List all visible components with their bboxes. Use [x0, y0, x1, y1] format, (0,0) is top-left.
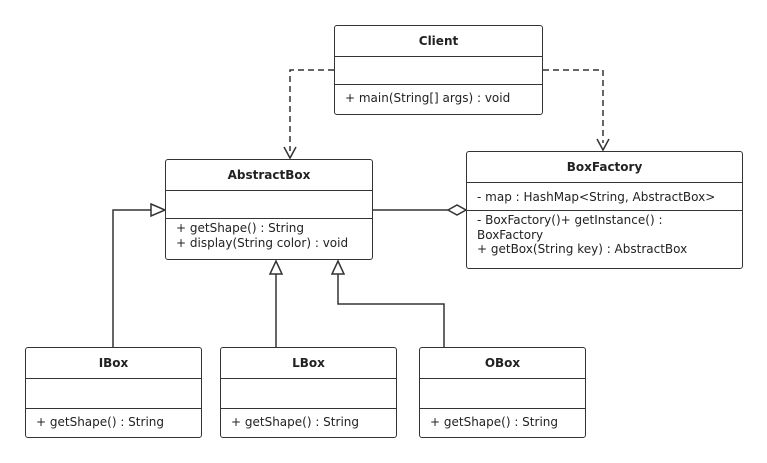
operations-compartment: + getShape() : String — [221, 409, 396, 430]
attributes-compartment — [26, 379, 201, 409]
attribute: - map : HashMap<String, AbstractBox> — [477, 190, 716, 204]
class-ibox[interactable]: IBox + getShape() : String — [25, 347, 202, 438]
class-client[interactable]: Client + main(String[] args) : void — [334, 25, 543, 115]
operation: + main(String[] args) : void — [345, 91, 511, 105]
attributes-compartment — [420, 379, 585, 409]
generalization-arrowhead-obox — [330, 259, 346, 275]
operations-compartment: - BoxFactory()+ getInstance() : BoxFacto… — [467, 211, 742, 257]
class-obox[interactable]: OBox + getShape() : String — [419, 347, 586, 438]
operation: + getShape() : String — [231, 415, 359, 429]
operation: + getShape() : String — [430, 415, 558, 429]
operations-compartment: + getShape() : String + display(String c… — [166, 219, 372, 250]
operation: + getBox(String key) : AbstractBox — [477, 242, 688, 256]
operation: + getShape() : String — [36, 415, 164, 429]
class-name: Client — [335, 26, 542, 57]
aggregation-diamond — [446, 204, 468, 216]
operations-compartment: + main(String[] args) : void — [335, 85, 542, 106]
class-lbox[interactable]: LBox + getShape() : String — [220, 347, 397, 438]
class-name: BoxFactory — [467, 152, 742, 183]
attributes-compartment — [335, 57, 542, 85]
operation: + getShape() : String — [176, 221, 304, 235]
attributes-compartment: - map : HashMap<String, AbstractBox> — [467, 183, 742, 211]
class-name: IBox — [26, 348, 201, 379]
class-abstractbox[interactable]: AbstractBox + getShape() : String + disp… — [165, 159, 373, 260]
dependency-arrowhead-abstractbox — [283, 146, 297, 160]
dependency-arrowhead-boxfactory — [596, 138, 610, 152]
generalization-arrowhead-lbox — [268, 259, 284, 275]
class-name: OBox — [420, 348, 585, 379]
generalization-arrowhead-ibox — [150, 202, 167, 218]
generalization-ibox — [112, 209, 151, 347]
dependency-client-abstractbox — [289, 69, 334, 151]
attributes-compartment — [221, 379, 396, 409]
operations-compartment: + getShape() : String — [26, 409, 201, 430]
operations-compartment: + getShape() : String — [420, 409, 585, 430]
class-name: LBox — [221, 348, 396, 379]
class-boxfactory[interactable]: BoxFactory - map : HashMap<String, Abstr… — [466, 151, 743, 269]
attributes-compartment — [166, 191, 372, 219]
operation: BoxFactory — [477, 227, 544, 242]
operation: - BoxFactory()+ getInstance() : — [477, 213, 663, 227]
class-name: AbstractBox — [166, 160, 372, 191]
operation: + display(String color) : void — [176, 235, 349, 250]
generalization-obox — [337, 274, 445, 347]
dependency-client-boxfactory — [543, 69, 604, 143]
